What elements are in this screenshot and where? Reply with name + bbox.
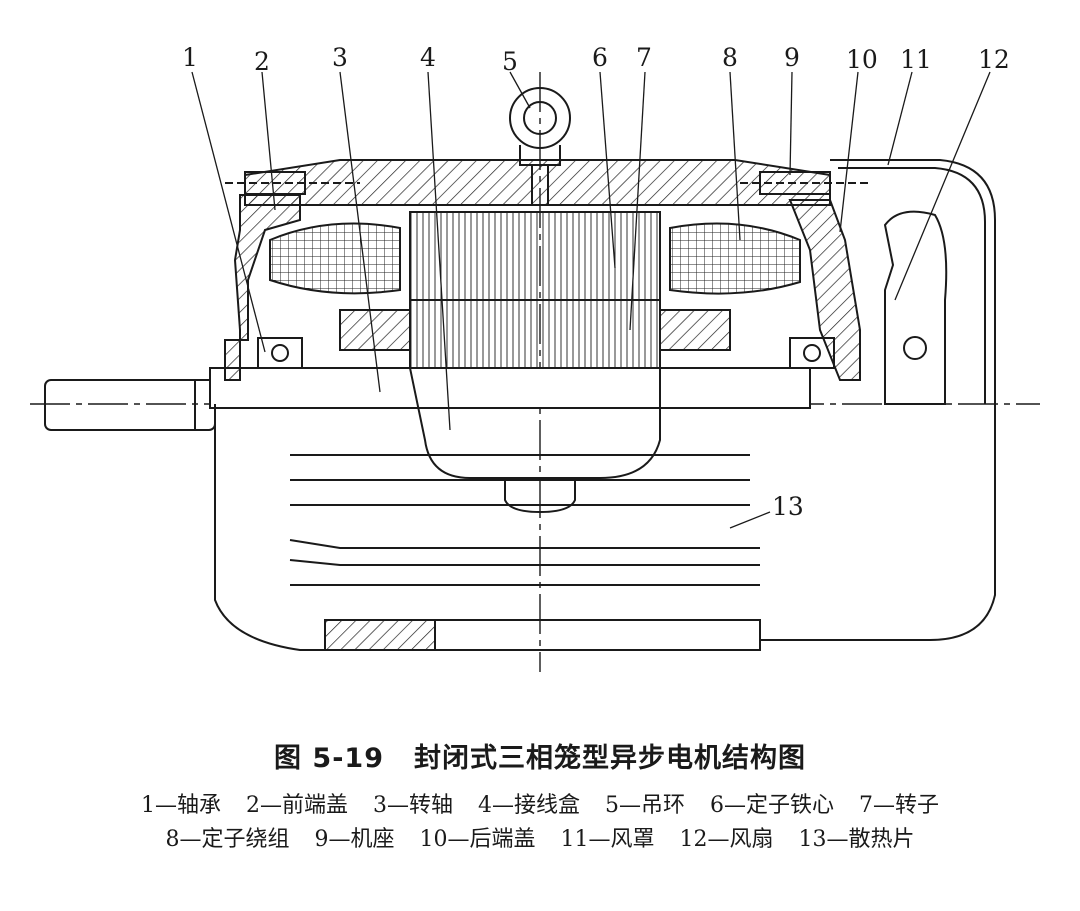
callout-6: 6 — [592, 43, 608, 72]
mount-foot — [324, 619, 436, 651]
callout-11: 11 — [900, 45, 932, 74]
legend-item: 7—转子 — [859, 793, 939, 818]
callout-12: 12 — [978, 45, 1010, 74]
front-bearing — [257, 337, 303, 369]
fan — [883, 210, 948, 405]
callout-labels: 1 2 3 4 5 6 7 8 9 10 11 12 13 — [182, 43, 1010, 521]
callout-4: 4 — [420, 43, 436, 72]
legend-item: 11—风罩 — [560, 827, 655, 852]
figure-number: 图 5-19 — [274, 743, 384, 774]
legend-item: 2—前端盖 — [246, 793, 348, 818]
caption-block: 图 5-19 封闭式三相笼型异步电机结构图 1—轴承 2—前端盖 3—转轴 4—接… — [0, 736, 1080, 857]
shaft — [209, 367, 811, 409]
legend-item: 4—接线盒 — [478, 793, 580, 818]
callout-13: 13 — [772, 492, 804, 521]
callout-9: 9 — [784, 43, 800, 72]
rear-end-cover — [788, 199, 861, 381]
stator-core — [409, 211, 661, 301]
fan-cover — [760, 159, 996, 641]
legend-item: 10—后端盖 — [419, 827, 536, 852]
rear-bearing — [789, 337, 835, 369]
callout-7: 7 — [636, 43, 652, 72]
cooling-fins — [289, 539, 760, 586]
lifting-eye-inner — [523, 101, 557, 135]
callout-8: 8 — [722, 43, 738, 72]
legend-item: 3—转轴 — [373, 793, 453, 818]
rear-end-ring — [659, 309, 731, 351]
lifting-eye-outer — [509, 87, 571, 149]
front-end-ring — [339, 309, 411, 351]
legend-item: 9—机座 — [314, 827, 395, 852]
legend-item: 13—散热片 — [798, 827, 915, 852]
terminal-box — [408, 367, 661, 479]
legend-line-1: 1—轴承 2—前端盖 3—转轴 4—接线盒 5—吊环 6—定子铁心 7—转子 — [0, 789, 1080, 823]
figure-caption: 图 5-19 封闭式三相笼型异步电机结构图 — [0, 736, 1080, 775]
legend-item: 5—吊环 — [605, 793, 685, 818]
rear-winding — [669, 222, 801, 295]
front-end-cover — [224, 194, 301, 381]
figure-title: 封闭式三相笼型异步电机结构图 — [413, 743, 806, 774]
shaft-extension — [44, 379, 216, 431]
callout-1: 1 — [182, 43, 198, 72]
legend-line-2: 8—定子绕组 9—机座 10—后端盖 11—风罩 12—风扇 13—散热片 — [0, 823, 1080, 857]
legend-item: 1—轴承 — [141, 793, 221, 818]
frame-lower — [214, 404, 761, 651]
callout-3: 3 — [332, 43, 348, 72]
legend-item: 6—定子铁心 — [710, 793, 834, 818]
callout-5: 5 — [502, 47, 518, 76]
legend-item: 12—风扇 — [679, 827, 774, 852]
front-winding — [269, 222, 401, 295]
legend-item: 8—定子绕组 — [165, 827, 290, 852]
rotor-core — [409, 299, 661, 369]
motor-diagram: 1 2 3 4 5 6 7 8 9 10 11 12 13 — [30, 43, 1040, 672]
callout-2: 2 — [254, 47, 270, 76]
callout-10: 10 — [846, 45, 878, 74]
